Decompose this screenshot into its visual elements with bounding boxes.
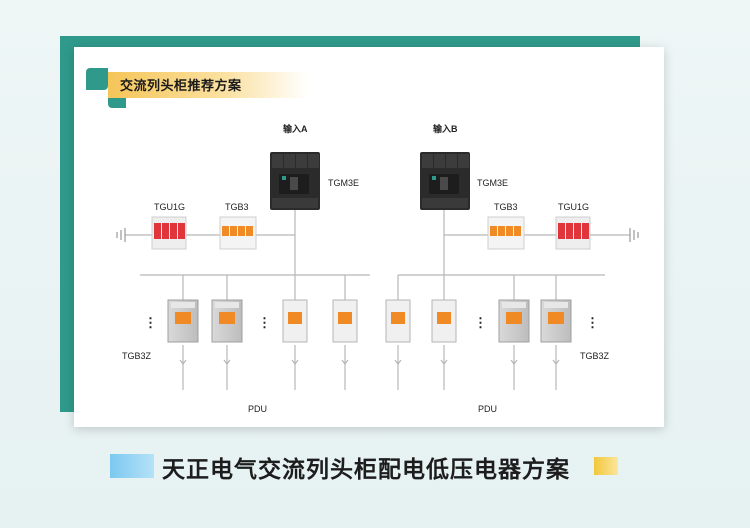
- card-title: 交流列头柜推荐方案: [86, 68, 326, 108]
- input-a-label: 输入A: [283, 123, 308, 134]
- mcb-left-icon: [219, 216, 257, 250]
- caption-accent-right: [594, 457, 618, 475]
- branch-breaker-7-icon: [498, 299, 530, 343]
- branch-breaker-6-icon: [431, 299, 457, 343]
- spd-left-label: TGU1G: [154, 202, 185, 212]
- branch-breaker-8-icon: [540, 299, 572, 343]
- title-badge-icon: [86, 68, 108, 90]
- main-breaker-a-label: TGM3E: [328, 178, 359, 188]
- main-breaker-b-label: TGM3E: [477, 178, 508, 188]
- mcb-right-label: TGB3: [494, 202, 518, 212]
- pdu-left-label: PDU: [248, 404, 267, 414]
- caption-banner: 天正电气交流列头柜配电低压电器方案: [0, 448, 750, 488]
- pdu-right-label: PDU: [478, 404, 497, 414]
- branch-left-label: TGB3Z: [122, 351, 152, 361]
- ground-icon-right: [629, 228, 639, 242]
- branch-breaker-3-icon: [282, 299, 308, 343]
- spd-right-icon: [555, 216, 591, 250]
- title-highlight: [108, 72, 308, 98]
- ellipsis-1: ⋮: [144, 315, 157, 330]
- branch-breaker-2-icon: [211, 299, 243, 343]
- spd-left-icon: [151, 216, 187, 250]
- mcb-right-icon: [487, 216, 525, 250]
- arrow-heads: [179, 359, 560, 365]
- branch-right-label: TGB3Z: [580, 351, 610, 361]
- ellipsis-3: ⋮: [474, 315, 487, 330]
- ellipsis-2: ⋮: [258, 315, 271, 330]
- branch-breaker-5-icon: [385, 299, 411, 343]
- mccb-b-icon: [420, 152, 470, 210]
- card-title-text: 交流列头柜推荐方案: [120, 79, 242, 94]
- caption-accent-left: [110, 454, 154, 478]
- ellipsis-4: ⋮: [586, 315, 599, 330]
- input-b-label: 输入B: [433, 123, 458, 134]
- mccb-a-icon: [270, 152, 320, 210]
- caption-text: 天正电气交流列头柜配电低压电器方案: [162, 457, 570, 483]
- ground-icon-left: [116, 228, 126, 242]
- branch-breaker-1-icon: [167, 299, 199, 343]
- spd-right-label: TGU1G: [558, 202, 589, 212]
- branch-breaker-4-icon: [332, 299, 358, 343]
- wires: [125, 210, 630, 390]
- mcb-left-label: TGB3: [225, 202, 249, 212]
